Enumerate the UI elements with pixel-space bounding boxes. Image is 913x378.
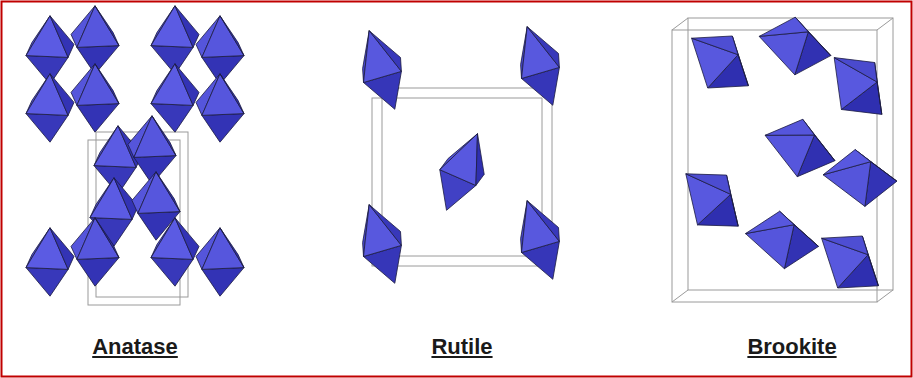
octahedron-face [77, 6, 119, 48]
octahedron-face [26, 268, 68, 297]
octahedron-face [692, 36, 739, 55]
octahedron [521, 201, 560, 280]
unit-cell [672, 18, 688, 30]
octahedron-face [823, 150, 871, 175]
unit-cell [672, 30, 877, 302]
octahedron-face [50, 16, 74, 58]
unit-cell [88, 18, 893, 305]
octahedron-face [134, 116, 176, 158]
octahedron [26, 228, 74, 296]
octahedron [196, 74, 244, 142]
octahedron-face [202, 16, 244, 58]
octahedron [823, 150, 897, 207]
octahedron-face [202, 228, 244, 270]
octahedron-face [175, 218, 199, 260]
octahedron-face [202, 74, 244, 116]
octahedron-face [220, 16, 244, 56]
octahedron-face [822, 236, 869, 255]
octahedron-face [50, 228, 74, 270]
octahedron [440, 134, 484, 211]
octahedron [759, 17, 831, 75]
octahedron-face [138, 172, 180, 214]
octahedron [746, 211, 819, 268]
octahedron-face [522, 27, 560, 79]
octahedron-face [95, 218, 119, 258]
octahedron-face [77, 104, 119, 133]
octahedron-face [765, 119, 814, 135]
octahedron-face [151, 258, 193, 287]
octahedron-face [175, 64, 199, 106]
unit-cell [688, 18, 893, 290]
octahedron-face [476, 134, 484, 186]
octahedron-face [364, 205, 402, 257]
octahedron-face [77, 218, 119, 260]
octahedron-face [95, 6, 119, 46]
octahedron [196, 228, 244, 296]
octahedron-face [77, 64, 119, 106]
octahedron-face [759, 32, 808, 75]
octahedron [363, 31, 402, 110]
octahedron-face [220, 74, 244, 114]
octahedron-face [364, 31, 402, 83]
octahedron [521, 27, 560, 106]
octahedron-face [175, 6, 199, 48]
octahedron [151, 64, 199, 132]
octahedron [692, 36, 749, 88]
octahedron-face [26, 114, 68, 143]
unit-cell [672, 290, 688, 302]
octahedron-face [834, 58, 877, 110]
octahedron-face [834, 58, 877, 82]
octahedron [71, 218, 119, 286]
unit-cell [877, 18, 893, 30]
octahedron [686, 174, 738, 226]
octahedron-face [220, 228, 244, 268]
octahedron-face [156, 172, 180, 212]
octahedron [765, 119, 835, 176]
octahedron-face [522, 201, 560, 253]
octahedron [834, 58, 882, 115]
octahedron-face [95, 64, 119, 104]
octahedron [151, 218, 199, 286]
octahedra [26, 6, 897, 296]
octahedron-face [152, 116, 176, 156]
octahedron-face [746, 211, 795, 233]
octahedron-face [202, 114, 244, 143]
octahedron-face [440, 134, 478, 186]
octahedron-face [369, 31, 401, 72]
octahedron-face [686, 174, 731, 225]
octahedron-face [527, 201, 559, 242]
octahedron [363, 205, 402, 284]
structure-label: Anatase [92, 334, 178, 360]
structure-label: Brookite [747, 334, 836, 360]
octahedron-face [527, 27, 559, 68]
octahedron [71, 64, 119, 132]
octahedron [128, 116, 176, 184]
octahedron-face [77, 258, 119, 287]
octahedron [822, 236, 879, 288]
octahedron-face [50, 74, 74, 116]
octahedron-face [759, 17, 808, 36]
octahedron-face [369, 205, 401, 246]
octahedron-face [202, 268, 244, 297]
octahedron [26, 74, 74, 142]
unit-cell [877, 290, 893, 302]
octahedron-face [765, 135, 814, 177]
octahedron-face [686, 174, 731, 195]
structure-label: Rutile [431, 334, 492, 360]
